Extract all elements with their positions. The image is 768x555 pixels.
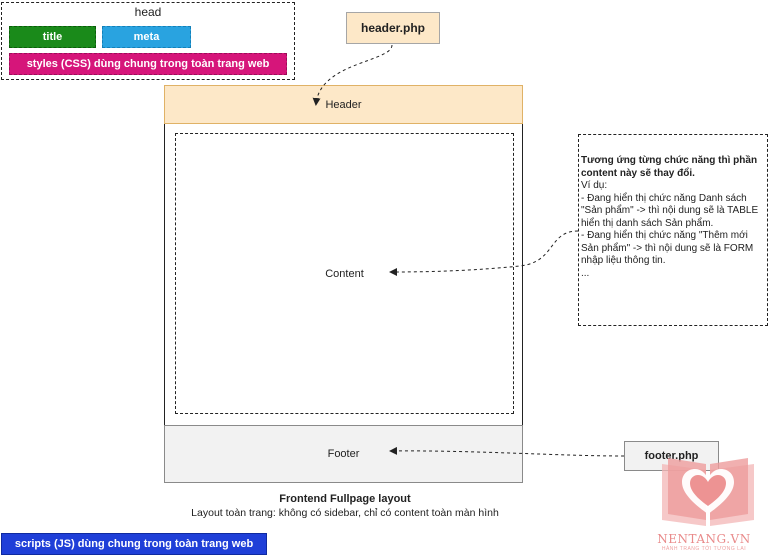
note-body: Ví dụ: - Đang hiển thị chức năng Danh sá…: [581, 180, 759, 279]
footer-region: Footer: [164, 425, 523, 483]
logo-tagline: HÀNH TRANG TỚI TƯƠNG LAI: [661, 546, 747, 552]
layout-title: Frontend Fullpage layout: [279, 493, 411, 505]
note-title: Tương ứng từng chức năng thì phần conten…: [581, 155, 758, 179]
content-region: Content: [175, 133, 514, 414]
book-heart-icon: [662, 458, 754, 526]
meta-node: meta: [102, 26, 191, 48]
styles-node: styles (CSS) dùng chung trong toàn trang…: [9, 53, 287, 75]
content-note: Tương ứng từng chức năng thì phần conten…: [578, 134, 768, 326]
page-frame: [164, 85, 523, 483]
header-php-node: header.php: [346, 12, 440, 44]
logo-wordmark: NENTANG.VN: [657, 532, 751, 546]
nentang-logo: [648, 442, 768, 555]
header-region: Header: [164, 85, 523, 124]
title-node: title: [9, 26, 96, 48]
head-label: head: [134, 5, 162, 19]
layout-subtitle: Layout toàn trang: không có sidebar, chỉ…: [191, 507, 499, 519]
scripts-node: scripts (JS) dùng chung trong toàn trang…: [1, 533, 267, 555]
